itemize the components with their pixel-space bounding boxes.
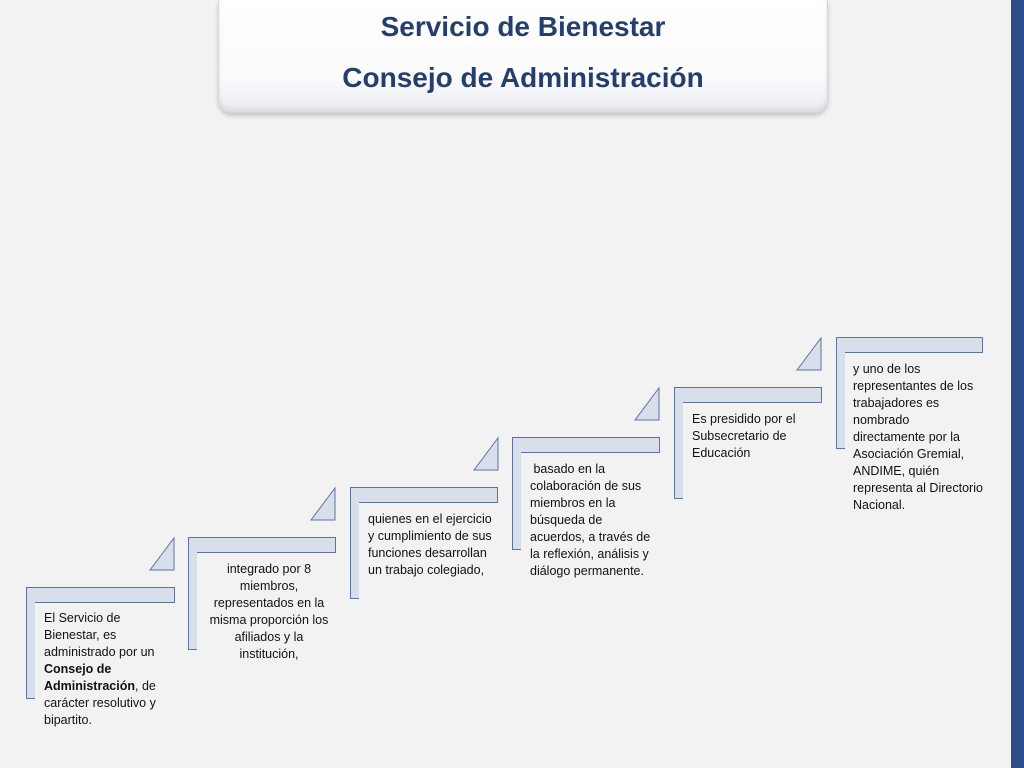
step-3-bracket-top: [350, 487, 498, 503]
step-1-text: El Servicio de Bienestar, es administrad…: [44, 610, 169, 729]
step-1-text-post: , de carácter resolutivo y bipartito.: [44, 679, 156, 727]
step-1-text-pre: El Servicio de Bienestar, es administrad…: [44, 611, 155, 659]
step-6-text: y uno de los representantes de los traba…: [853, 362, 983, 512]
step-2-text: integrado por 8 miembros, representados …: [209, 562, 329, 661]
step-5-arrow-icon: [796, 336, 822, 371]
page-subtitle: Consejo de Administración: [342, 62, 704, 93]
step-6-bracket-top: [836, 337, 983, 353]
right-accent-bar: [1011, 0, 1024, 768]
step-5-bracket-top: [674, 387, 822, 403]
step-3-text: quienes en el ejercicio y cumplimiento d…: [368, 512, 492, 577]
step-4-bracket-top: [512, 437, 660, 453]
step-2-arrow-icon: [310, 486, 336, 521]
step-4-arrow-icon: [634, 386, 660, 421]
step-4-text: basado en la colaboración de sus miembro…: [530, 462, 654, 578]
step-1-bracket-top: [26, 587, 175, 603]
step-5-bracket-side: [674, 387, 683, 499]
step-1-text-bold: Consejo de Administración: [44, 662, 135, 693]
step-2-bracket-side: [188, 537, 197, 650]
step-3-bracket-side: [350, 487, 359, 599]
step-5-text: Es presidido por el Subsecretario de Edu…: [692, 412, 796, 460]
page-title: Servicio de Bienestar: [380, 11, 666, 42]
step-1-bracket-side: [26, 587, 35, 699]
step-1-arrow-icon: [149, 536, 175, 571]
step-6-bracket-side: [836, 337, 845, 449]
step-2-bracket-top: [188, 537, 336, 553]
step-4-bracket-side: [512, 437, 521, 550]
title-panel: Servicio de Bienestar Consejo de Adminis…: [218, 0, 828, 113]
step-3-arrow-icon: [473, 436, 499, 471]
